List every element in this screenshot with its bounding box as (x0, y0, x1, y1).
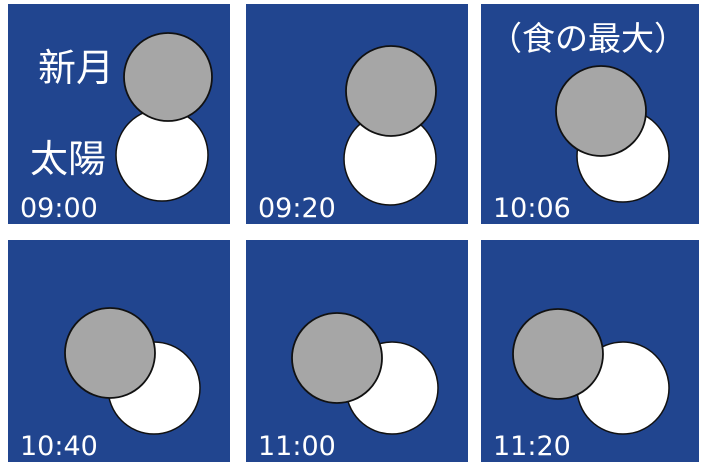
sun-label: 太陽 (30, 140, 106, 178)
eclipse-diagram (481, 240, 699, 462)
eclipse-panel-0920: 09:20 (246, 4, 468, 224)
new-moon-label: 新月 (38, 49, 114, 87)
moon-disk (65, 308, 155, 398)
sun-disk (116, 109, 208, 201)
time-label: 10:40 (20, 433, 98, 460)
maximum-eclipse-label: （食の最大） (489, 22, 687, 55)
eclipse-panel-0900: 新月 太陽 09:00 (8, 4, 230, 224)
eclipse-diagram (8, 4, 230, 224)
moon-disk (124, 33, 212, 121)
eclipse-panel-1100: 11:00 (246, 240, 468, 462)
time-label: 11:20 (493, 433, 571, 460)
time-label: 10:06 (493, 195, 571, 222)
eclipse-panel-1006: （食の最大） 10:06 (481, 4, 699, 224)
moon-disk (556, 66, 646, 156)
eclipse-diagram (8, 240, 230, 462)
moon-disk (513, 309, 603, 399)
eclipse-panel-1120: 11:20 (481, 240, 699, 462)
eclipse-diagram (246, 240, 468, 462)
moon-disk (292, 313, 382, 403)
time-label: 09:00 (20, 195, 98, 222)
eclipse-panel-1040: 10:40 (8, 240, 230, 462)
time-label: 09:20 (258, 195, 336, 222)
time-label: 11:00 (258, 433, 336, 460)
eclipse-diagram (246, 4, 468, 224)
moon-disk (346, 46, 436, 136)
